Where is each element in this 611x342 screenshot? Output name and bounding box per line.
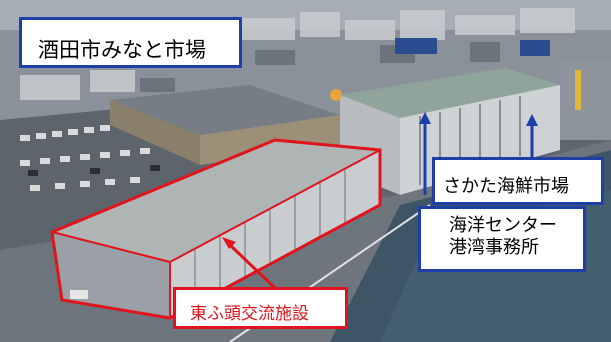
ocean-center-label: 海洋センター 港湾事務所 xyxy=(418,206,586,272)
exchange-facility-text: 東ふ頭交流施設 xyxy=(190,304,309,324)
ocean-center-text-line2: 港湾事務所 xyxy=(449,237,539,258)
title-label: 酒田市みなと市場 xyxy=(19,17,242,68)
market-building-roof xyxy=(340,68,560,118)
facility-side-wall xyxy=(170,150,380,318)
facility-highlight-outline xyxy=(50,138,382,320)
exchange-facility-label: 東ふ頭交流施設 xyxy=(173,287,348,329)
facility-roof xyxy=(52,140,380,262)
ocean-center-text-line1: 海洋センター xyxy=(449,215,557,236)
map-pin-icon xyxy=(330,89,342,101)
seafood-market-text: さかた海鮮市場 xyxy=(443,176,569,197)
seafood-market-label: さかた海鮮市場 xyxy=(432,157,604,205)
title-text: 酒田市みなと市場 xyxy=(38,38,206,62)
arrow-to-market-building xyxy=(419,112,431,195)
arrow-to-seafood-market xyxy=(526,114,538,157)
arrow-to-facility xyxy=(222,237,277,290)
warehouse-roof xyxy=(110,85,340,135)
